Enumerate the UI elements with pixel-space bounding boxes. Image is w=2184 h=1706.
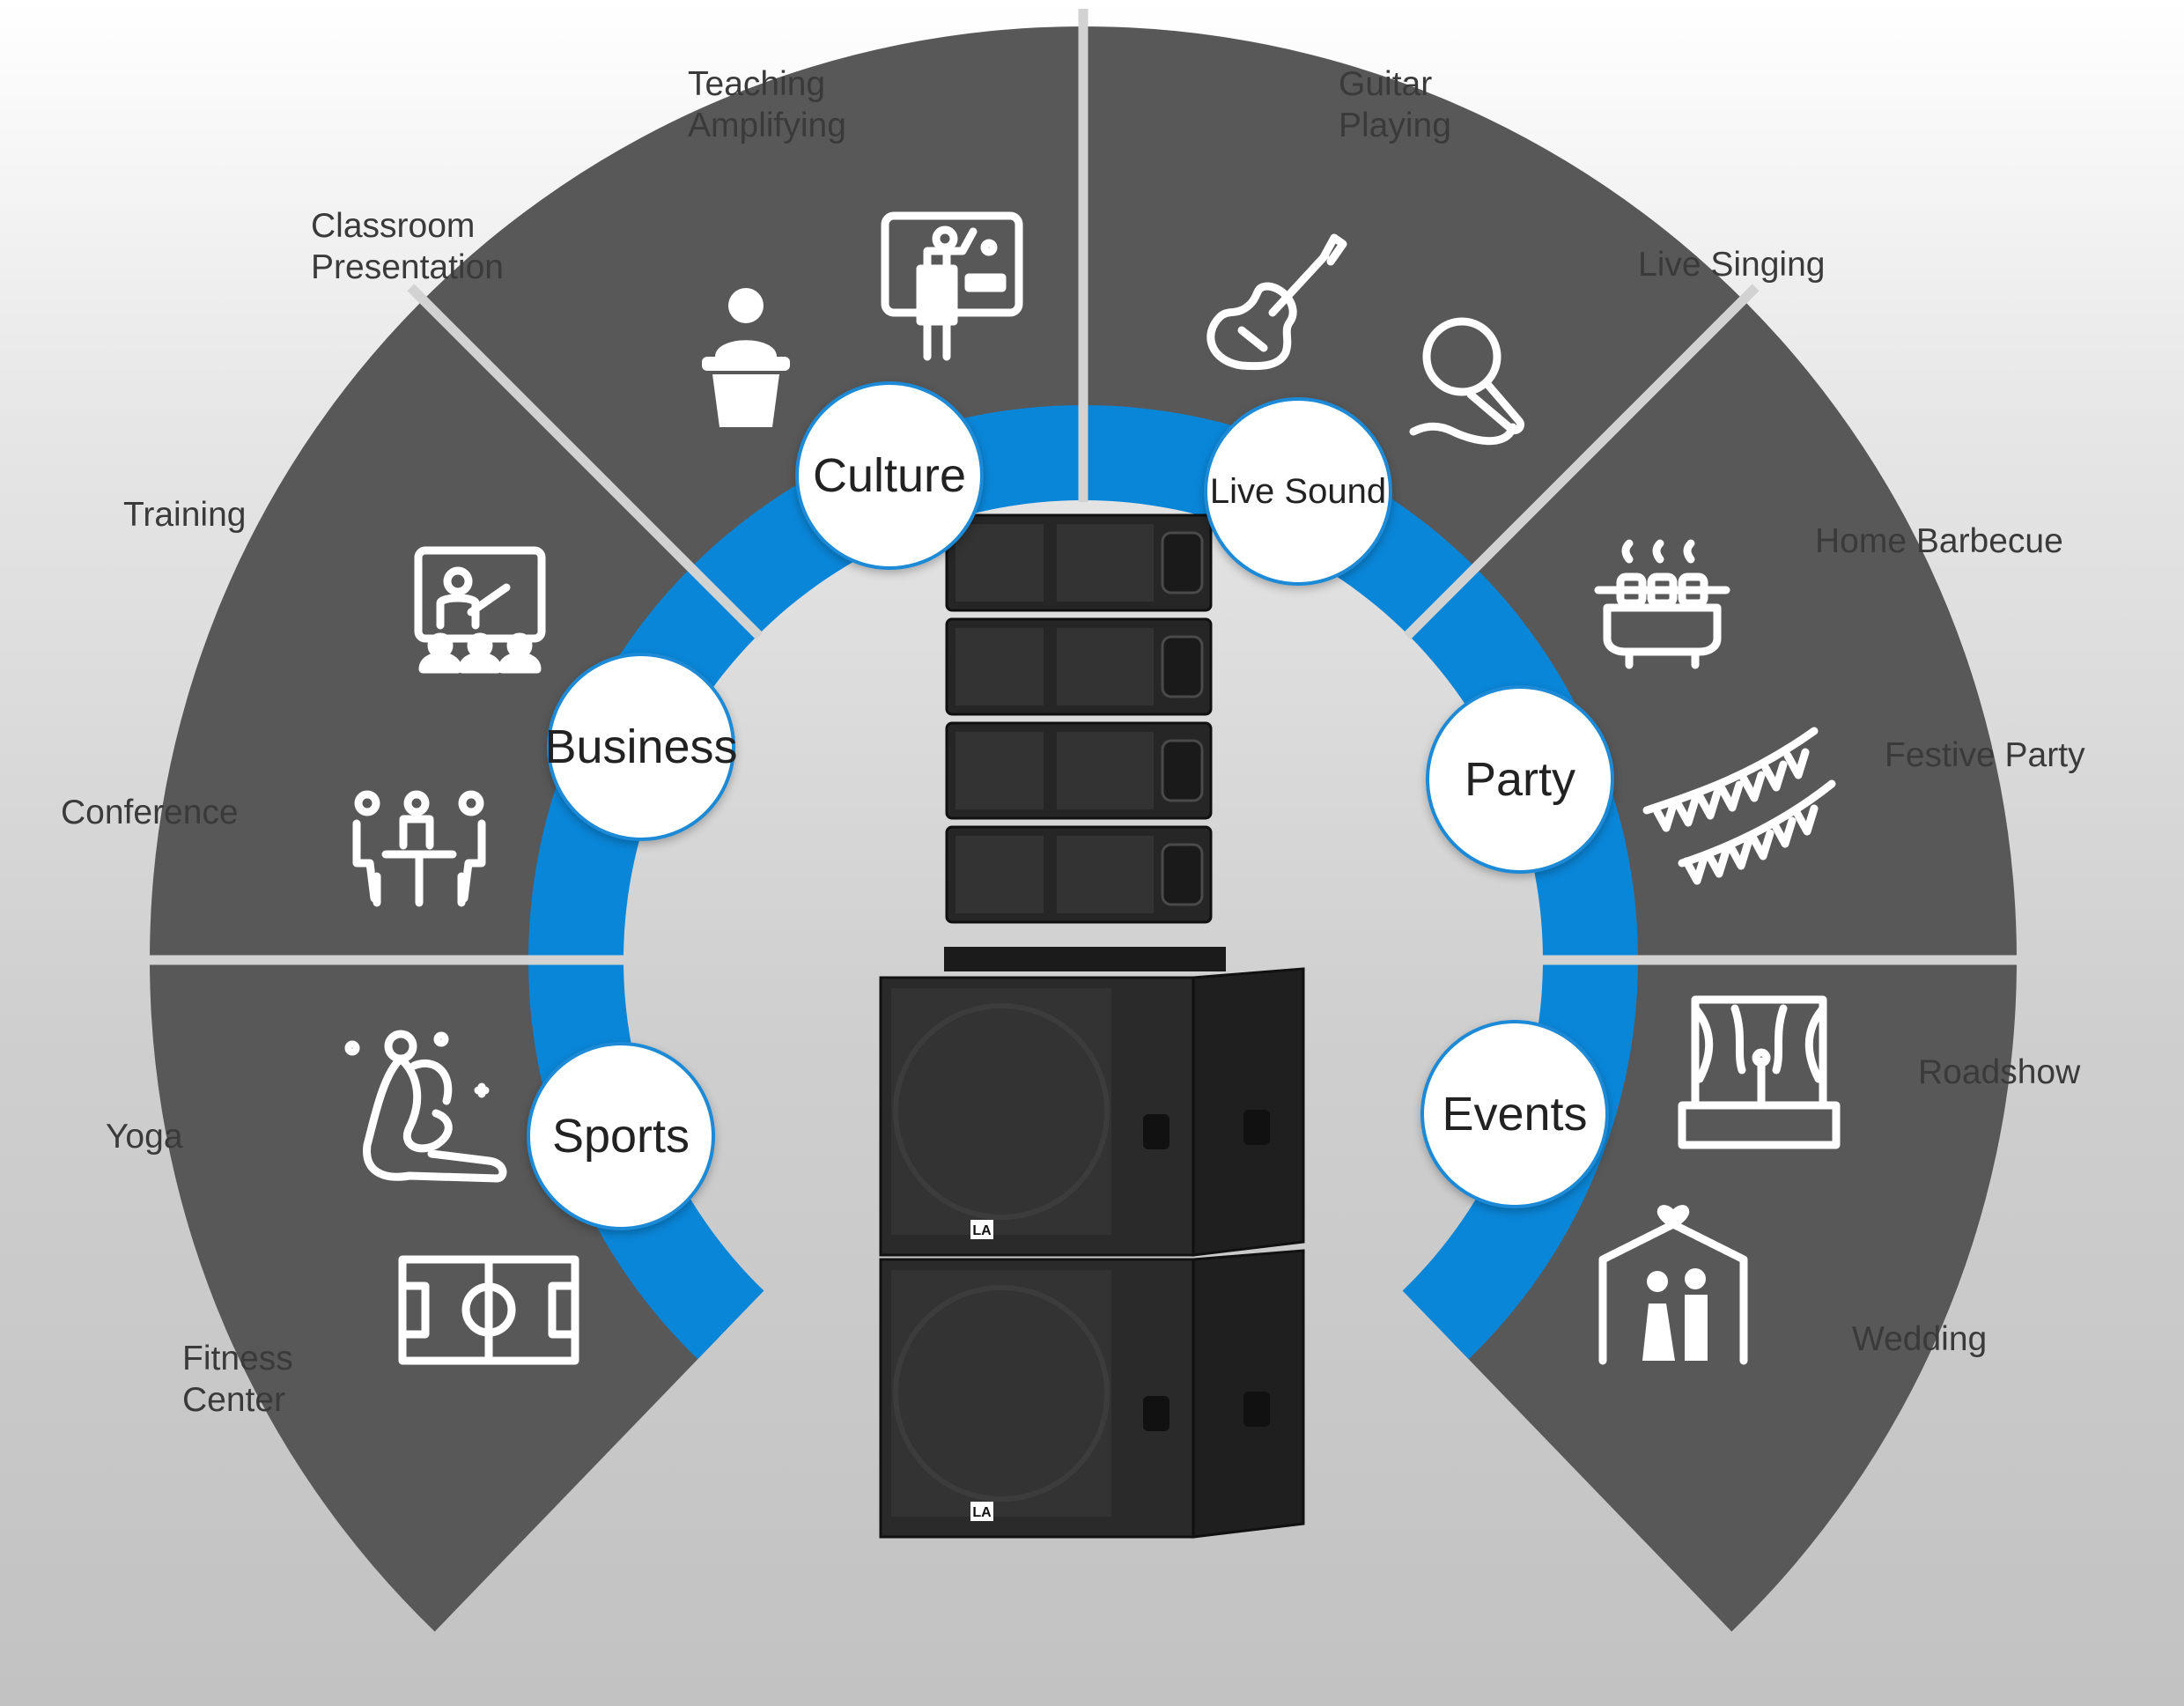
bunting-flags-icon bbox=[1642, 727, 1836, 885]
label-training: Training bbox=[123, 496, 247, 534]
blue-ring bbox=[528, 405, 1639, 1360]
label-classroom-presentation: Classroom Presentation bbox=[311, 207, 504, 286]
label-live-singing: Live Singing bbox=[1638, 246, 1826, 284]
hub-sports: Sports bbox=[527, 1042, 715, 1230]
hub-label: Business bbox=[544, 720, 738, 773]
speaker-grille-right bbox=[1057, 524, 1154, 602]
hub-events: Events bbox=[1420, 1020, 1609, 1208]
wedding-couple-icon bbox=[1598, 1205, 1748, 1365]
rigging-handle bbox=[1161, 843, 1204, 906]
subwoofer-handle bbox=[1143, 1396, 1169, 1431]
podium-speaker-icon bbox=[702, 288, 790, 427]
blue-ring-arc bbox=[528, 405, 1639, 1360]
fly-bar bbox=[944, 947, 1226, 971]
label-home-barbecue: Home Barbecue bbox=[1815, 522, 2063, 560]
brand-logo-badge bbox=[970, 1220, 993, 1239]
sector-dividers bbox=[132, 9, 2034, 965]
speaker-grille-right bbox=[1057, 628, 1154, 705]
label-teaching-amplifying: Teaching Amplifying bbox=[688, 65, 846, 144]
subwoofer-handle bbox=[1243, 1110, 1270, 1145]
sector-divider-1 bbox=[1403, 284, 1760, 640]
speaker-grille-left bbox=[956, 836, 1044, 913]
barbecue-grill-icon bbox=[1594, 539, 1730, 669]
speaker-grille-right bbox=[1057, 732, 1154, 809]
hub-party: Party bbox=[1426, 685, 1614, 874]
electric-guitar-icon bbox=[1206, 233, 1347, 371]
rigging-handle bbox=[1161, 739, 1204, 802]
sector-divider-3 bbox=[407, 284, 764, 640]
label-conference: Conference bbox=[61, 794, 239, 831]
speaker-system: LA LA bbox=[879, 513, 1305, 1539]
brand-logo-badge bbox=[970, 1502, 993, 1521]
speaker-grille-left bbox=[956, 732, 1044, 809]
hub-label: Live Sound bbox=[1209, 471, 1387, 511]
rigging-handle bbox=[1161, 635, 1204, 698]
speaker-grille-right bbox=[1057, 836, 1154, 913]
label-wedding: Wedding bbox=[1852, 1320, 1988, 1358]
hub-label: Culture bbox=[812, 449, 967, 502]
rigging-handle bbox=[1161, 531, 1204, 595]
subwoofer-grille bbox=[891, 1270, 1111, 1517]
label-yoga: Yoga bbox=[106, 1118, 183, 1156]
microphone-icon bbox=[1409, 317, 1525, 446]
speaker-grille-left bbox=[956, 524, 1044, 602]
brand-logo: LA bbox=[970, 1502, 993, 1521]
subwoofer-handle bbox=[1143, 1114, 1169, 1149]
subwoofer-grille bbox=[891, 988, 1111, 1235]
screen-presenter-icon bbox=[414, 546, 546, 674]
brand-logo: LA bbox=[970, 1220, 993, 1239]
brand-logo-text: LA bbox=[972, 1505, 992, 1520]
meeting-table-icon bbox=[352, 790, 486, 907]
label-festive-party: Festive Party bbox=[1885, 736, 2085, 774]
woofer-outline bbox=[893, 1003, 1110, 1220]
label-roadshow: Roadshow bbox=[1918, 1053, 2081, 1091]
label-fitness-center: Fitness Center bbox=[182, 1340, 293, 1419]
hub-business: Business bbox=[544, 653, 738, 841]
label-guitar-playing: Guitar Playing bbox=[1339, 65, 1451, 144]
hub-live-sound: Live Sound bbox=[1204, 397, 1392, 586]
yoga-pose-icon bbox=[344, 1030, 507, 1183]
speaker-grille-left bbox=[956, 628, 1044, 705]
hub-label: Events bbox=[1442, 1088, 1588, 1141]
woofer-outline bbox=[893, 1285, 1110, 1502]
teacher-board-icon bbox=[881, 211, 1023, 361]
hub-label: Sports bbox=[551, 1110, 690, 1163]
soccer-field-icon bbox=[398, 1255, 579, 1365]
stage-curtain-icon bbox=[1678, 995, 1841, 1149]
hub-label: Party bbox=[1464, 753, 1576, 806]
hub-culture: Culture bbox=[795, 381, 984, 570]
brand-logo-text: LA bbox=[972, 1223, 992, 1238]
subwoofer-handle bbox=[1243, 1392, 1270, 1427]
